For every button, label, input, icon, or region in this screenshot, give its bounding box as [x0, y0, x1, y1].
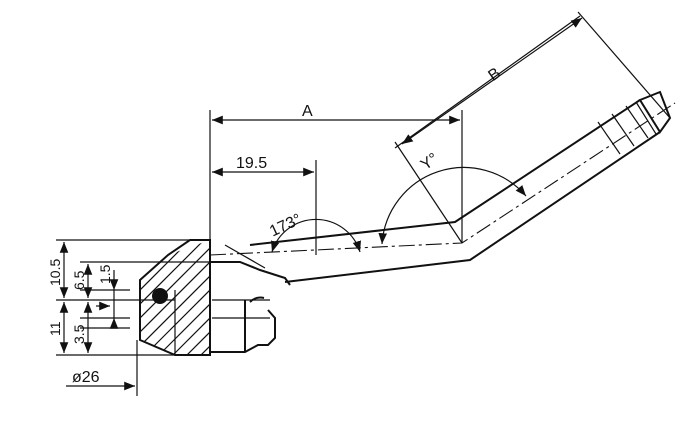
label-11: 11 — [47, 321, 63, 336]
angle-173: 173° — [267, 211, 361, 253]
label-y-deg: Y° — [418, 150, 442, 174]
hex-nut-hatched — [139, 239, 211, 356]
label-6-5: 6.5 — [71, 270, 87, 290]
dimension-19-5: 19.5 — [212, 155, 317, 255]
label-3-5: 3.5 — [71, 324, 87, 344]
label-1-5: 1.5 — [97, 264, 113, 284]
dimension-b: B — [394, 11, 671, 244]
angle-y: Y° — [378, 150, 527, 245]
valve-stem-body — [210, 244, 291, 353]
left-dimensions: 10.5 11 6.5 3.5 1.5 — [47, 239, 210, 356]
label-a: A — [302, 103, 313, 120]
valve-body — [139, 90, 676, 356]
label-10-5: 10.5 — [47, 259, 63, 286]
seal-ring — [152, 288, 168, 304]
dimension-dia-26: ø26 — [66, 340, 138, 396]
label-dia-26: ø26 — [72, 369, 100, 386]
label-173-deg: 173° — [267, 211, 304, 240]
label-19-5: 19.5 — [236, 155, 267, 172]
